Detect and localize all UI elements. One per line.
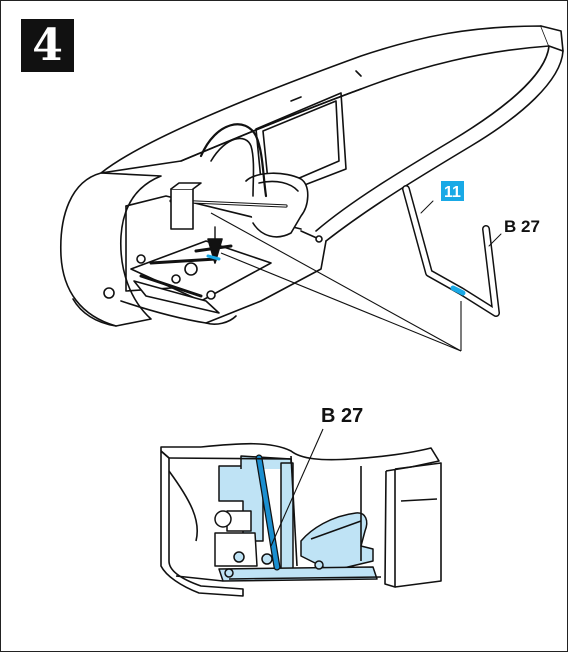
detail-part-b27 <box>255 454 281 571</box>
detail-part-label: B 27 <box>321 405 363 427</box>
fuselage-cutaway-view <box>214 455 382 582</box>
top-part-label: B 27 <box>504 217 540 236</box>
fuselage-upper-view <box>60 25 564 327</box>
step-number-badge: 4 <box>21 19 74 72</box>
part-b27-rod <box>402 185 502 317</box>
detail-fuselage-outline <box>160 442 442 597</box>
part-number-box: 11 <box>441 181 464 201</box>
part-number-label: 11 <box>444 184 461 201</box>
detail-leader-line <box>270 428 324 547</box>
leader-lines <box>210 212 462 352</box>
